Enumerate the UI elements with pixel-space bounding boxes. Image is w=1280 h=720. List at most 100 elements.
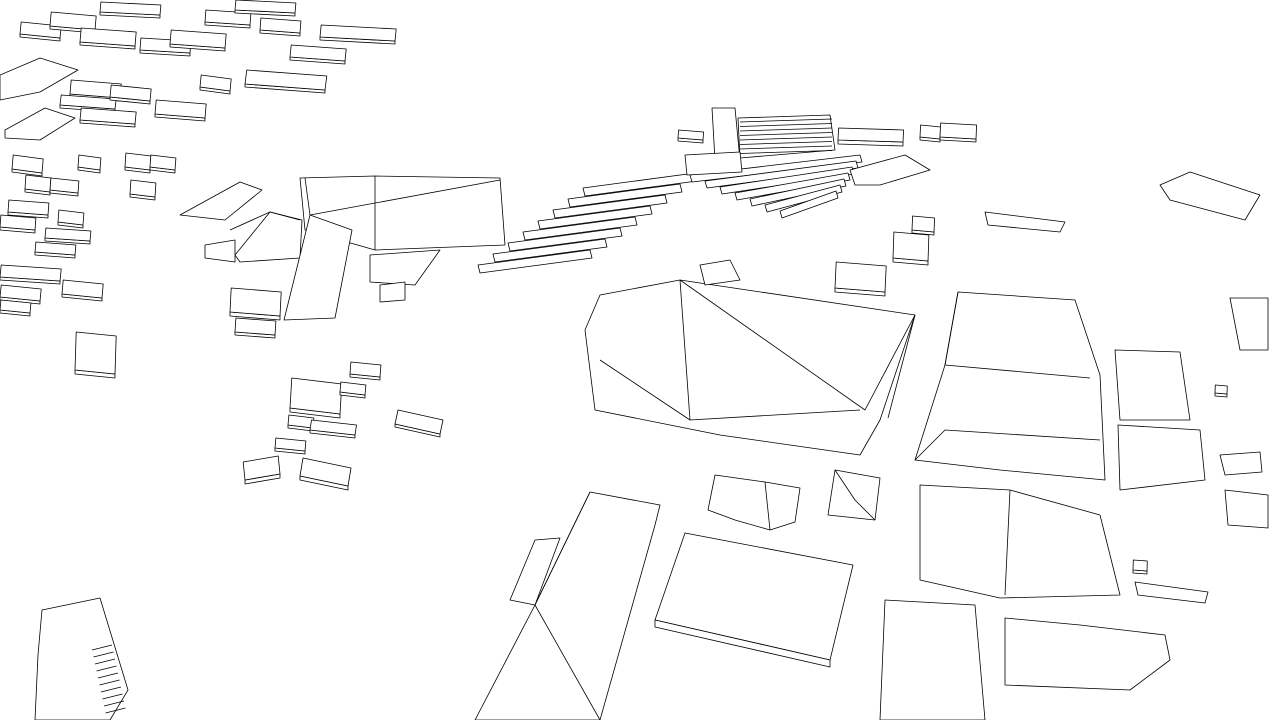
building-nw-10 xyxy=(319,24,397,42)
building-nw-29 xyxy=(34,241,77,256)
building-nw-3 xyxy=(99,1,162,16)
building-sc-b xyxy=(349,361,382,378)
south-roof-b xyxy=(827,469,881,521)
building-nw-11 xyxy=(244,69,328,91)
sw-stair-4 xyxy=(97,672,119,679)
terrace-row-w-2 xyxy=(507,227,623,252)
terrace-row-e-4 xyxy=(749,178,847,207)
se-roof-c xyxy=(1004,617,1171,691)
se-block-roof xyxy=(919,484,1121,599)
south-flat-roof xyxy=(654,532,854,661)
roof-n-e xyxy=(849,154,931,186)
building-sc-e xyxy=(309,419,357,436)
sw-stair-3 xyxy=(96,665,117,672)
annex-south xyxy=(379,281,406,303)
sw-stair-5 xyxy=(99,679,120,686)
roof-west-ridge xyxy=(229,211,301,231)
building-nw-32 xyxy=(61,279,104,299)
building-nw-24 xyxy=(49,177,80,194)
building-nw-8 xyxy=(259,17,302,34)
wing-south xyxy=(283,214,353,321)
sw-stair-8 xyxy=(103,700,125,707)
terrace-row-w-6 xyxy=(567,183,683,208)
roof-nw-b xyxy=(4,107,76,141)
terrace-row-e-0 xyxy=(689,154,863,183)
south-hall-roof xyxy=(474,491,661,720)
tower-floor-5 xyxy=(739,141,833,145)
building-nw-28 xyxy=(44,227,92,242)
far-east-d xyxy=(1219,451,1263,476)
building-nw-30 xyxy=(0,264,62,282)
tower-podium xyxy=(684,151,743,176)
building-sc-i xyxy=(242,455,281,481)
building-nw-31 xyxy=(0,284,42,302)
terrace-row-w-3 xyxy=(522,216,638,241)
building-nw-14 xyxy=(59,94,117,110)
roof-south-a xyxy=(369,249,441,286)
building-nw-23 xyxy=(24,174,52,193)
building-nw-19 xyxy=(77,154,102,171)
building-c-d xyxy=(984,211,1066,233)
building-sc-h xyxy=(299,457,352,487)
building-c-a xyxy=(834,261,887,293)
terrace-row-w-5 xyxy=(552,194,668,219)
main-hall-ridge-c xyxy=(599,359,861,421)
terrace-row-w-1 xyxy=(492,238,608,263)
far-east-b xyxy=(1159,171,1261,221)
south-roof-b-ridge xyxy=(834,469,876,521)
building-sc-f xyxy=(274,437,307,452)
far-east-a xyxy=(1229,297,1269,351)
building-nw-33 xyxy=(0,299,32,314)
building-c-c xyxy=(911,215,935,233)
roof-west-b xyxy=(234,211,303,263)
building-n-b xyxy=(919,124,941,140)
building-nw-21 xyxy=(149,154,177,171)
terrace-row-w-4 xyxy=(537,205,653,230)
main-hall-ridge-b xyxy=(679,279,916,411)
building-nw-20 xyxy=(124,152,152,171)
building-sc-a xyxy=(289,377,343,415)
building-nw-16 xyxy=(79,107,137,125)
south-flat-side xyxy=(654,619,831,668)
se-block-ridge xyxy=(1004,489,1011,596)
east-annex-a xyxy=(1114,349,1191,421)
building-sc-c xyxy=(339,381,367,396)
sw-stair-9 xyxy=(105,707,126,714)
building-nw-25 xyxy=(7,199,50,216)
tower-floor-1 xyxy=(739,123,833,127)
sw-stair-1 xyxy=(93,651,114,658)
far-east-e xyxy=(1224,489,1269,529)
east-annex-b xyxy=(1117,424,1206,491)
roof-west-a xyxy=(179,181,263,221)
south-roof-a xyxy=(707,474,801,531)
building-nw-27 xyxy=(57,209,85,226)
building-n-a xyxy=(837,127,904,143)
terrace-row-e-5 xyxy=(764,184,843,213)
building-nw-9 xyxy=(289,44,347,62)
terrace-row-w-0 xyxy=(477,249,593,274)
tower-floor-2 xyxy=(739,127,833,132)
building-sc-g xyxy=(394,409,444,435)
building-nw-12 xyxy=(199,74,232,92)
main-hall-roof xyxy=(584,279,916,456)
building-nw-5 xyxy=(169,29,227,49)
sw-stair-6 xyxy=(100,686,122,693)
building-n-c xyxy=(939,122,977,140)
tower-floor-6 xyxy=(739,145,833,150)
se-roof-b xyxy=(879,599,986,720)
sw-stair-2 xyxy=(94,658,116,665)
building-n-d xyxy=(677,129,704,141)
tower-floor-0 xyxy=(739,118,833,123)
main-hall-annex xyxy=(699,259,741,286)
building-nw-18 xyxy=(11,154,44,174)
se-long-bar xyxy=(1134,581,1209,604)
sw-stair-7 xyxy=(102,693,123,700)
south-roof-a-ridge xyxy=(764,481,771,531)
tower-floor-3 xyxy=(739,132,833,136)
roof-nw-a xyxy=(0,57,79,101)
tower-floor-7 xyxy=(739,150,833,154)
main-hall-ridge-a xyxy=(679,279,691,421)
building-nw-22 xyxy=(129,179,157,198)
building-c-b xyxy=(892,231,930,262)
